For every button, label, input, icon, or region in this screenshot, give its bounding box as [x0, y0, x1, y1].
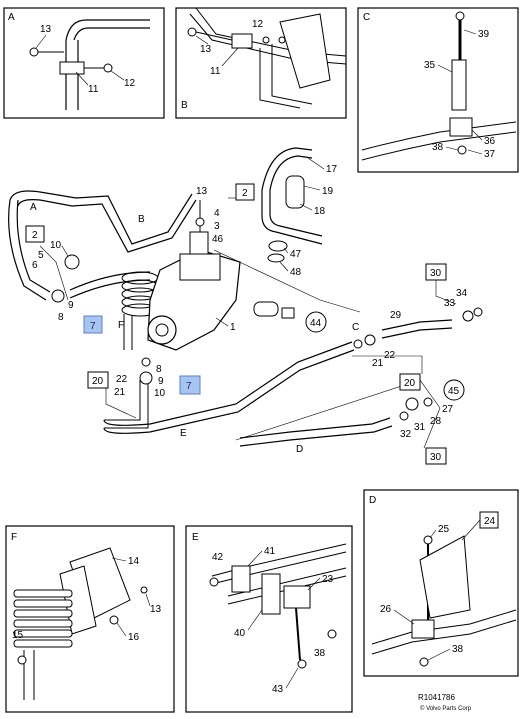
- callout-4: 4: [214, 208, 220, 219]
- callout-10: 10: [50, 240, 62, 251]
- panel-a-label-12: 12: [124, 78, 136, 89]
- boxed-30-bottom: 30: [430, 452, 442, 463]
- panel-d-label-25: 25: [438, 524, 450, 535]
- panel-d-boxed-24: 24: [484, 516, 496, 527]
- detail-panel-e: E 42 41 23 40 38 43: [185, 525, 353, 713]
- callout-18: 18: [314, 206, 326, 217]
- callout-27: 27: [442, 404, 454, 415]
- highlight-7-right: 7: [186, 381, 192, 392]
- callout-1: 1: [230, 322, 236, 333]
- panel-f-label-14: 14: [128, 556, 140, 567]
- panel-b-letter: B: [181, 100, 188, 111]
- callout-6: 6: [32, 260, 38, 271]
- panel-c-label-39: 39: [478, 29, 490, 40]
- callout-31: 31: [414, 422, 426, 433]
- panel-e-label-43: 43: [272, 684, 284, 695]
- panel-e-label-41: 41: [264, 546, 276, 557]
- panel-d-letter: D: [369, 495, 376, 506]
- callout-9: 9: [68, 300, 74, 311]
- panel-f-label-13: 13: [150, 604, 162, 615]
- panel-a-letter: A: [8, 12, 15, 23]
- route-letter-a: A: [30, 202, 37, 213]
- panel-a-label-13: 13: [40, 24, 52, 35]
- route-letter-c: C: [352, 322, 359, 333]
- panel-f-label-16: 16: [128, 632, 140, 643]
- boxed-20-left: 20: [92, 376, 104, 387]
- panel-d-label-38: 38: [452, 644, 464, 655]
- callout-5: 5: [38, 250, 44, 261]
- boxed-2-left: 2: [32, 230, 38, 241]
- callout-22-right: 22: [384, 350, 396, 361]
- panel-c-label-36: 36: [484, 136, 496, 147]
- callout-3: 3: [214, 221, 220, 232]
- callout-13: 13: [196, 186, 208, 197]
- circled-44: 44: [310, 318, 322, 329]
- route-letter-b: B: [138, 214, 145, 225]
- callout-22-lower: 22: [116, 374, 128, 385]
- panel-a-label-11: 11: [88, 84, 99, 95]
- circled-45: 45: [448, 386, 460, 397]
- panel-b-label-12: 12: [252, 19, 264, 30]
- boxed-20-right: 20: [404, 378, 416, 389]
- boxed-30-top: 30: [430, 268, 442, 279]
- detail-panel-d: D 25 24 26 38: [363, 489, 519, 677]
- route-letter-e: E: [180, 428, 187, 439]
- panel-d-label-26: 26: [380, 604, 392, 615]
- callout-48: 48: [290, 267, 302, 278]
- panel-c-label-38: 38: [432, 142, 444, 153]
- callout-8: 8: [58, 312, 64, 323]
- callout-46: 46: [212, 234, 224, 245]
- detail-panel-c: C 39 35 36 37 38: [357, 7, 519, 173]
- panel-b-label-13: 13: [200, 44, 212, 55]
- callout-33: 33: [444, 298, 456, 309]
- panel-c-label-35: 35: [424, 60, 436, 71]
- copyright-notice: © Volvo Parts Corp: [420, 705, 472, 712]
- detail-panel-b: B 12 13 11: [175, 7, 347, 119]
- callout-21-right: 21: [372, 358, 384, 369]
- panel-b-label-11: 11: [210, 66, 221, 77]
- detail-panel-f: F 14 13 15 16: [5, 525, 175, 713]
- boxed-2-top: 2: [242, 188, 248, 199]
- callout-29: 29: [390, 310, 402, 321]
- callout-19: 19: [322, 186, 334, 197]
- detail-panel-a: A 13 11 12: [3, 7, 165, 119]
- panel-e-label-38: 38: [314, 648, 326, 659]
- highlight-7-left: 7: [90, 321, 96, 332]
- main-assembly: A B F C E: [8, 147, 483, 465]
- panel-e-letter: E: [192, 532, 199, 543]
- panel-e-label-42: 42: [212, 552, 224, 563]
- route-letter-f: F: [118, 320, 124, 331]
- callout-47: 47: [290, 249, 302, 260]
- panel-f-label-15: 15: [12, 630, 24, 641]
- callout-28: 28: [430, 416, 442, 427]
- callout-21-lower: 21: [114, 387, 126, 398]
- panel-c-label-37: 37: [484, 149, 496, 160]
- callout-17: 17: [326, 164, 338, 175]
- callout-8-lower: 8: [156, 364, 162, 375]
- callout-32: 32: [400, 429, 412, 440]
- callout-34: 34: [456, 288, 468, 299]
- reference-code: R1041786: [418, 693, 455, 702]
- panel-c-letter: C: [363, 12, 370, 23]
- callout-10-lower: 10: [154, 388, 166, 399]
- callout-9-lower: 9: [158, 376, 164, 387]
- panel-f-letter: F: [11, 532, 17, 543]
- route-letter-d: D: [296, 444, 303, 455]
- panel-e-label-23: 23: [322, 574, 334, 585]
- panel-e-label-40: 40: [234, 628, 246, 639]
